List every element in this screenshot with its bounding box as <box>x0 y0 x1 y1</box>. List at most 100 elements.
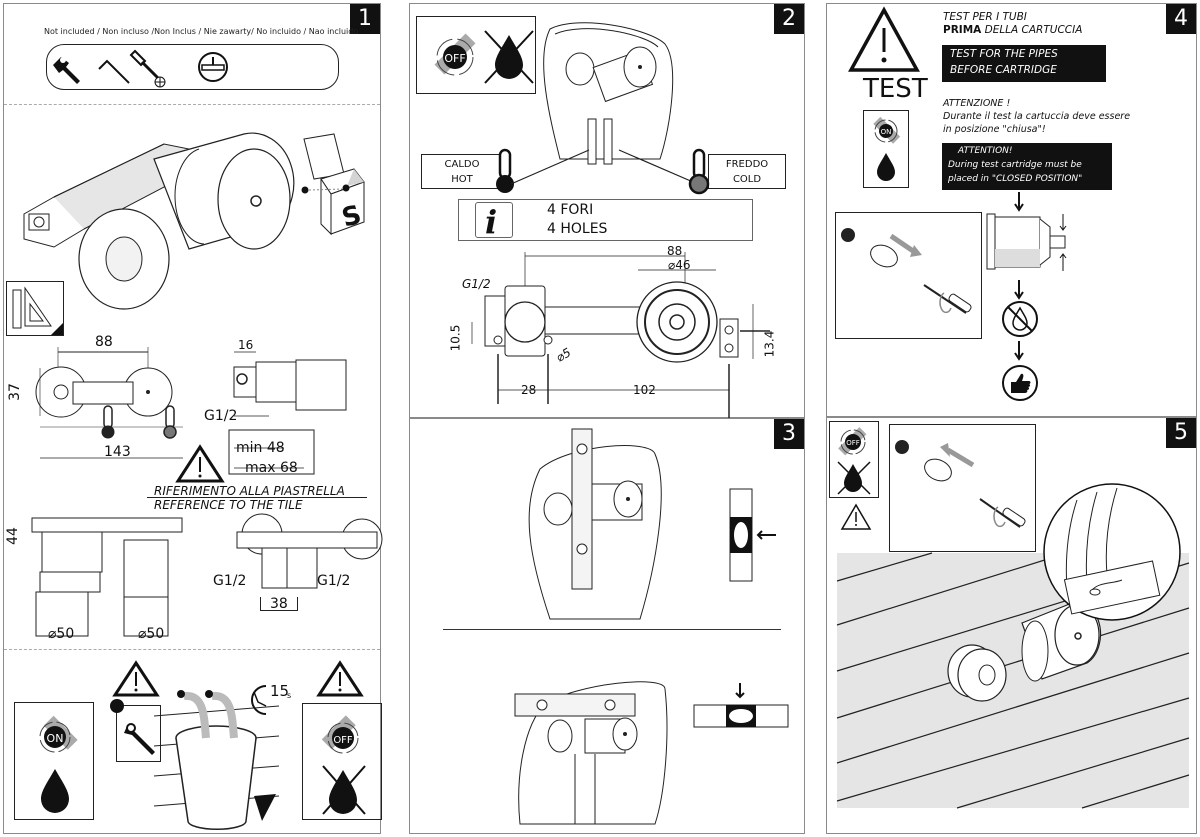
trim-plate-icon <box>947 644 1007 702</box>
title-en-line1: TEST FOR THE PIPES <box>950 48 1058 60</box>
dim-38-bracket <box>260 597 298 611</box>
title-it-bold: PRIMA <box>943 24 982 36</box>
water-drop-icon <box>41 769 69 813</box>
attention-en-body-1: During test cartridge must be <box>948 160 1082 170</box>
tile-detail-magnifier <box>1043 483 1181 621</box>
cartridge-removal-illustration <box>841 228 972 314</box>
panel-step-4: 4 TEST ON TEST PER I TUBI PRIMA DELLA CA… <box>826 3 1197 417</box>
warning-triangle-icon <box>112 660 160 697</box>
no-water-icon <box>484 30 534 84</box>
wrench-icon <box>53 57 80 84</box>
tile-reference-en: REFERENCE TO THE TILE <box>154 498 303 512</box>
tiled-wall-finished-install-illustration <box>836 552 1190 809</box>
on-label: ON <box>881 128 892 136</box>
off-label: OFF <box>846 439 860 447</box>
title-it-line2: PRIMA DELLA CARTUCCIA <box>943 24 1082 36</box>
off-label: OFF <box>444 52 465 65</box>
thermostatic-knob-icon <box>1021 601 1102 682</box>
arrow-down-icon <box>1014 192 1024 212</box>
timer-seconds: 15 <box>270 682 289 700</box>
attention-it-body-2: in posizione "chiusa"! <box>943 124 1046 135</box>
side-view-depth-drawing <box>228 351 347 475</box>
timer-unit: s <box>287 691 291 700</box>
tools-not-included-caption: Not included / Non incluso /Non Inclus /… <box>44 27 359 36</box>
thermometer-cold-icon <box>163 405 177 439</box>
dim-thread-g12: G1/2 <box>204 408 238 424</box>
tools-icons <box>53 49 228 88</box>
info-icon: i <box>475 202 513 241</box>
thermometer-hot-icon <box>101 405 115 439</box>
cartridge-disassembly-box <box>835 212 982 339</box>
vertical-level-check-illustration <box>528 428 662 620</box>
valve-off-icon: OFF <box>434 30 534 84</box>
no-water-icon <box>322 765 366 815</box>
panel-step-2: 2 OFF CALDO HOT FREDDO <box>409 3 805 419</box>
dim-diameter-46: ⌀46 <box>668 258 691 272</box>
ruler-set-square-icon <box>12 286 63 335</box>
hot-label-en: HOT <box>451 174 473 185</box>
dim-44: 44 <box>4 527 21 545</box>
cartridge-install-box <box>889 424 1036 552</box>
dim-102: 102 <box>633 383 656 397</box>
attention-it-heading: ATTENZIONE ! <box>943 98 1011 109</box>
warning-triangle-icon <box>175 444 225 483</box>
water-off-box: OFF <box>302 703 382 820</box>
section-divider <box>4 104 380 105</box>
dim-min-48: min 48 <box>236 440 285 456</box>
cold-label-it: FREDDO <box>725 159 769 170</box>
dim-diameter-50-left: ⌀50 <box>48 626 75 642</box>
cold-label-en: COLD <box>732 174 762 185</box>
no-leak-icon <box>1002 301 1038 337</box>
panel-step-3: 3 <box>409 418 805 834</box>
attention-en-box: ATTENTION! During test cartridge must be… <box>942 143 1112 190</box>
warning-triangle-icon <box>840 503 872 530</box>
cold-label-box: FREDDO COLD <box>708 154 786 189</box>
flushing-bucket-illustration <box>153 690 280 831</box>
wrench-icon <box>110 699 155 755</box>
water-off-box: OFF <box>416 16 536 94</box>
step-number-badge: 3 <box>774 419 804 449</box>
cartridge-insert-illustration <box>895 440 1026 528</box>
thermometer-hot-icon <box>496 148 590 193</box>
box-with-s-logo-icon: S <box>301 133 365 236</box>
step-number-badge: 4 <box>1166 4 1196 34</box>
dim-16: 16 <box>238 338 254 352</box>
dim-88: 88 <box>667 244 683 258</box>
dim-10-5: 10.5 <box>448 324 463 352</box>
dim-thread-g12-left: G1/2 <box>213 573 247 589</box>
dim-37: 37 <box>6 383 23 401</box>
tools-not-included-box <box>46 44 339 90</box>
measuring-tools-icon <box>6 281 64 336</box>
front-elevation-drawing <box>31 517 183 637</box>
title-en-box: TEST FOR THE PIPES BEFORE CARTRIDGE <box>942 45 1106 82</box>
dim-thread-g12-right: G1/2 <box>317 573 351 589</box>
tile-reference-line <box>147 497 367 498</box>
dim-max-68: max 68 <box>245 460 298 476</box>
dim-13-4: 13.4 <box>762 330 777 358</box>
section-divider <box>4 649 380 650</box>
valve-off-icon: OFF <box>321 715 366 815</box>
attention-it-body-1: Durante il test la cartuccia deve essere <box>943 111 1131 122</box>
step-number-badge: 5 <box>1166 418 1196 448</box>
tile-reference-it: RIFERIMENTO ALLA PIASTRELLA <box>154 484 345 498</box>
horizontal-level-check-illustration <box>514 681 668 825</box>
title-it-rest: DELLA CARTUCCIA <box>981 24 1083 36</box>
bottom-view-drawing <box>236 513 383 589</box>
thumbs-up-icon <box>1002 365 1038 401</box>
wall-mounted-mixer-illustration <box>543 22 674 165</box>
title-en-line2: BEFORE CARTRIDGE <box>950 64 1057 76</box>
allen-key-icon <box>98 59 130 84</box>
water-drop-icon <box>877 153 895 181</box>
step-number-badge: 1 <box>350 4 380 34</box>
title-it-line1: TEST PER I TUBI <box>943 11 1027 23</box>
on-label: ON <box>47 732 64 745</box>
wrench-box <box>110 699 161 762</box>
arrow-down-icon <box>1014 280 1024 300</box>
mixer-body-isometric-illustration <box>23 132 295 310</box>
info-box-4-holes: i 4 FORI 4 HOLES <box>458 199 753 241</box>
test-heading: TEST <box>863 74 928 104</box>
phillips-screwdriver-icon <box>129 49 166 88</box>
warning-triangle-icon <box>848 6 920 72</box>
no-water-icon <box>837 461 871 495</box>
arrow-down-icon <box>1014 341 1024 361</box>
